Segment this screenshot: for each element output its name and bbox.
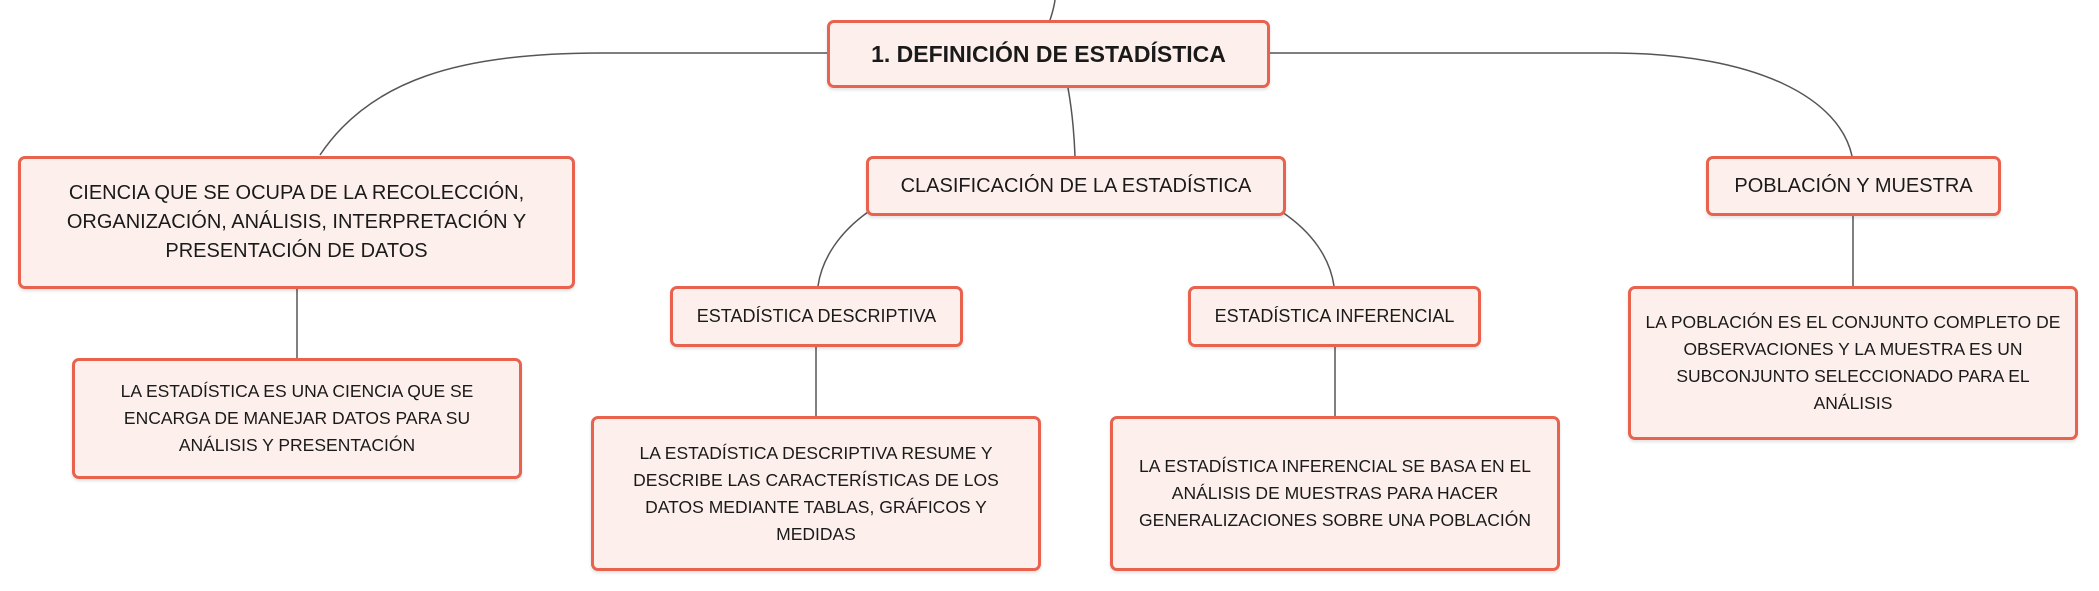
connector-clasificacion-to-descriptiva <box>817 211 869 287</box>
connector-top-stub <box>1049 0 1056 21</box>
connector-clasificacion-to-inferencial <box>1281 211 1335 287</box>
connector-central-to-clasificacion <box>1067 87 1076 157</box>
subtopic-poblacion-detalle[interactable]: LA POBLACIÓN ES EL CONJUNTO COMPLETO DE … <box>1628 286 2078 440</box>
topic-ciencia-label: CIENCIA QUE SE OCUPA DE LA RECOLECCIÓN, … <box>66 182 527 262</box>
topic-poblacion-label: POBLACIÓN Y MUESTRA <box>1734 174 1973 197</box>
subtopic-ciencia-detalle[interactable]: LA ESTADÍSTICA ES UNA CIENCIA QUE SE ENC… <box>72 358 522 479</box>
subtopic-poblacion-detalle-label: LA POBLACIÓN ES EL CONJUNTO COMPLETO DE … <box>1645 312 2061 413</box>
topic-clasificacion[interactable]: CLASIFICACIÓN DE LA ESTADÍSTICA <box>866 156 1286 216</box>
topic-poblacion[interactable]: POBLACIÓN Y MUESTRA <box>1706 156 2001 216</box>
subtopic-descriptiva-detalle-label: LA ESTADÍSTICA DESCRIPTIVA RESUME Y DESC… <box>633 442 999 544</box>
subtopic-descriptiva-label: ESTADÍSTICA DESCRIPTIVA <box>696 306 937 326</box>
topic-ciencia[interactable]: CIENCIA QUE SE OCUPA DE LA RECOLECCIÓN, … <box>18 156 575 289</box>
connector-central-to-ciencia <box>319 52 828 156</box>
subtopic-inferencial-detalle-label: LA ESTADÍSTICA INFERENCIAL SE BASA EN EL… <box>1139 456 1531 530</box>
subtopic-inferencial-label: ESTADÍSTICA INFERENCIAL <box>1214 306 1455 326</box>
subtopic-descriptiva-detalle[interactable]: LA ESTADÍSTICA DESCRIPTIVA RESUME Y DESC… <box>591 416 1041 571</box>
subtopic-inferencial[interactable]: ESTADÍSTICA INFERENCIAL <box>1188 286 1481 347</box>
topic-clasificacion-label: CLASIFICACIÓN DE LA ESTADÍSTICA <box>900 174 1252 197</box>
subtopic-ciencia-detalle-label: LA ESTADÍSTICA ES UNA CIENCIA QUE SE ENC… <box>120 381 474 455</box>
subtopic-descriptiva[interactable]: ESTADÍSTICA DESCRIPTIVA <box>670 286 963 347</box>
central-topic-label: 1. DEFINICIÓN DE ESTADÍSTICA <box>871 40 1226 67</box>
connector-central-to-poblacion <box>1268 52 1853 157</box>
subtopic-inferencial-detalle[interactable]: LA ESTADÍSTICA INFERENCIAL SE BASA EN EL… <box>1110 416 1560 571</box>
central-topic[interactable]: 1. DEFINICIÓN DE ESTADÍSTICA <box>827 20 1270 88</box>
